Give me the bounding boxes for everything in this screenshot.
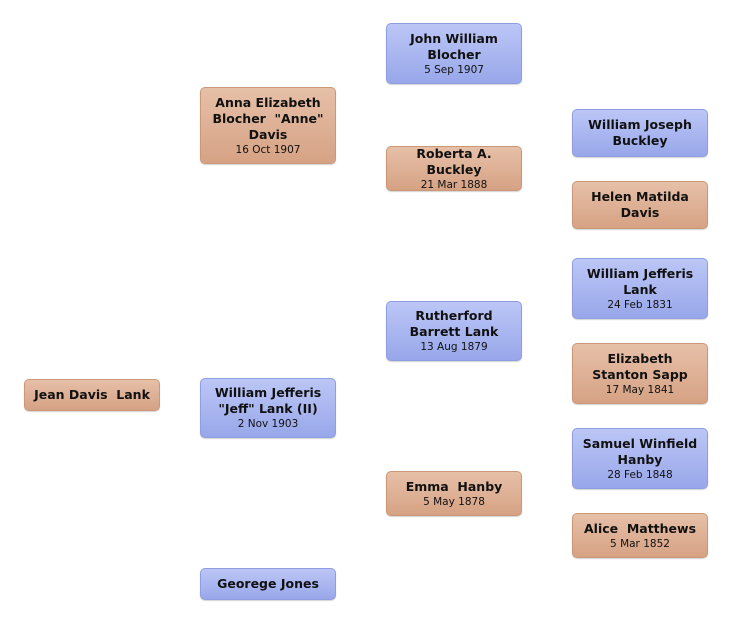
person-name: John William Blocher <box>410 30 503 62</box>
person-birth-date: 17 May 1841 <box>605 383 675 396</box>
person-name: Helen Matilda Davis <box>591 189 694 220</box>
person-roberta-a-buckley[interactable]: Roberta A. Buckley 21 Mar 1888 <box>386 146 522 191</box>
person-elizabeth-stanton-sapp[interactable]: Elizabeth Stanton Sapp 17 May 1841 <box>572 343 708 404</box>
person-birth-date: 2 Nov 1903 <box>237 418 299 430</box>
person-name: Elizabeth Stanton Sapp <box>592 350 688 382</box>
person-birth-date: 21 Mar 1888 <box>420 178 488 191</box>
person-birth-date: 5 Mar 1852 <box>610 537 670 550</box>
person-name: Alice Matthews <box>583 520 697 536</box>
person-birth-date: 13 Aug 1879 <box>420 341 488 353</box>
person-emma-hanby[interactable]: Emma Hanby 5 May 1878 <box>386 471 522 516</box>
person-name: William Joseph Buckley <box>588 117 697 148</box>
person-william-joseph-buckley[interactable]: William Joseph Buckley <box>572 109 708 157</box>
person-name: Roberta A. Buckley <box>416 145 496 177</box>
person-name: Anna Elizabeth Blocher "Anne" Davis <box>212 94 328 142</box>
person-name: Jean Davis Lank <box>34 387 150 402</box>
person-jean-davis-lank[interactable]: Jean Davis Lank <box>24 379 160 411</box>
person-birth-date: 5 May 1878 <box>423 495 485 508</box>
person-name: William Jefferis "Jeff" Lank (II) <box>214 385 326 416</box>
person-birth-date: 24 Feb 1831 <box>607 298 673 311</box>
person-georege-jones[interactable]: Georege Jones <box>200 568 336 600</box>
person-william-jefferis-jeff-lank[interactable]: William Jefferis "Jeff" Lank (II) 2 Nov … <box>200 378 336 438</box>
person-william-jefferis-lank[interactable]: William Jefferis Lank 24 Feb 1831 <box>572 258 708 319</box>
person-name: Rutherford Barrett Lank <box>409 308 502 339</box>
person-rutherford-barrett-lank[interactable]: Rutherford Barrett Lank 13 Aug 1879 <box>386 301 522 361</box>
person-helen-matilda-davis[interactable]: Helen Matilda Davis <box>572 181 708 229</box>
person-birth-date: 16 Oct 1907 <box>235 143 301 156</box>
person-alice-matthews[interactable]: Alice Matthews 5 Mar 1852 <box>572 513 708 558</box>
person-name: Georege Jones <box>217 576 319 591</box>
person-samuel-winfield-hanby[interactable]: Samuel Winfield Hanby 28 Feb 1848 <box>572 428 708 489</box>
person-birth-date: 28 Feb 1848 <box>607 468 673 481</box>
person-name: William Jefferis Lank <box>586 265 698 297</box>
person-anna-elizabeth-blocher[interactable]: Anna Elizabeth Blocher "Anne" Davis 16 O… <box>200 87 336 164</box>
person-name: Samuel Winfield Hanby <box>582 435 702 467</box>
person-birth-date: 5 Sep 1907 <box>424 63 484 76</box>
person-name: Emma Hanby <box>405 478 503 494</box>
person-john-william-blocher[interactable]: John William Blocher 5 Sep 1907 <box>386 23 522 84</box>
